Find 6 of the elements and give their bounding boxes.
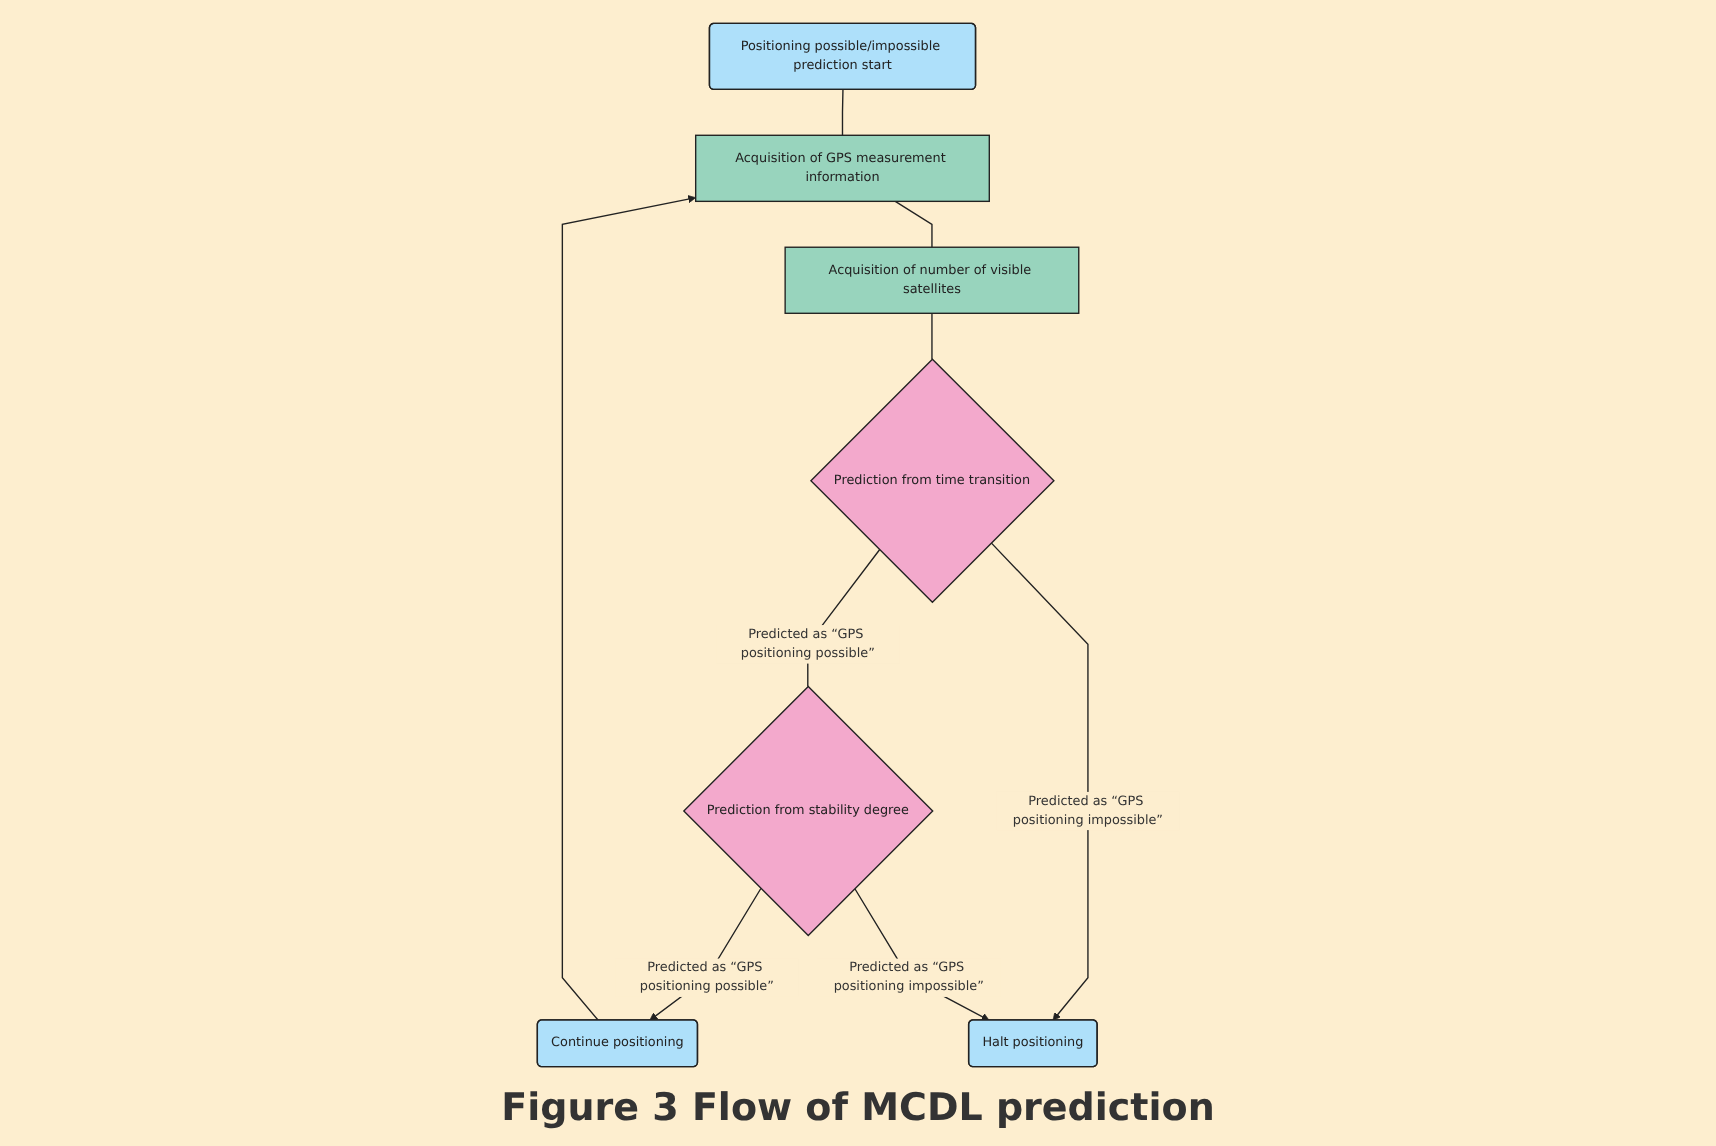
arrow	[561, 195, 696, 1021]
connector	[930, 312, 933, 360]
figure-caption: Figure 3 Flow of MCDL prediction	[501, 1086, 1215, 1130]
arrow	[990, 542, 1089, 1021]
connector	[841, 89, 844, 136]
connector	[894, 200, 933, 248]
